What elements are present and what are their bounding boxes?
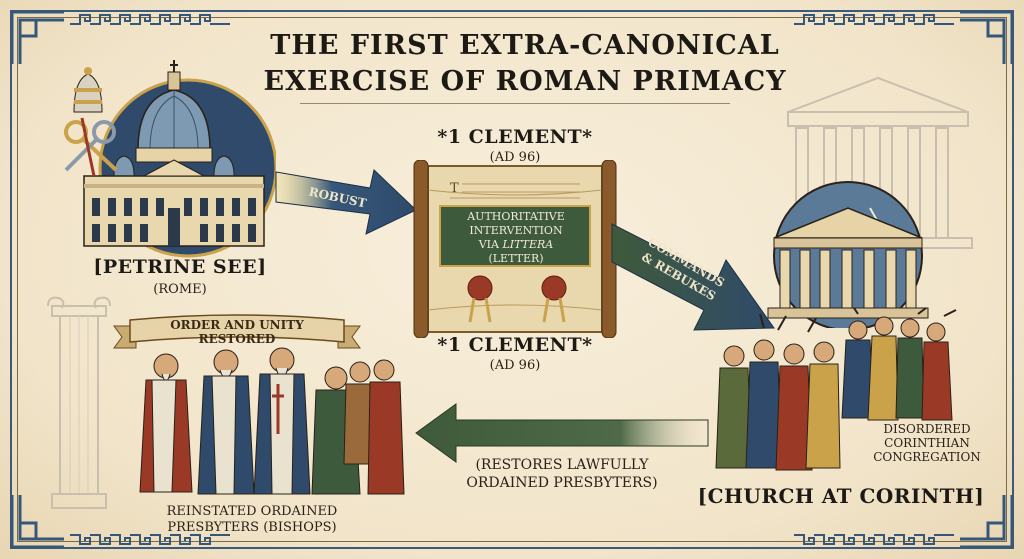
- title-line-2: EXERCISE OF ROMAN PRIMACY: [263, 66, 787, 97]
- greek-key-corner-bottom-right: [960, 495, 1014, 549]
- restores-arrow: [415, 403, 709, 463]
- corinth-temple-illustration: [767, 181, 929, 328]
- scroll-line-3-prefix: VIA: [478, 238, 503, 251]
- scroll-line-2: INTERVENTION: [469, 224, 563, 237]
- banner-text: ORDER AND UNITY RESTORED: [170, 318, 304, 346]
- scroll-panel-text: AUTHORITATIVE INTERVENTION VIA LITTERA (…: [446, 210, 586, 266]
- congregation-caption-line2: CORINTHIAN: [884, 436, 970, 450]
- title-line-1: THE FIRST EXTRA-CANONICAL: [270, 30, 780, 61]
- greek-key-strip-top-right: [794, 14, 954, 25]
- presbyters-caption-line1: REINSTATED ORDAINED: [166, 504, 338, 519]
- reinstated-presbyters-illustration: [139, 347, 405, 495]
- rome-sublabel: (ROME): [153, 282, 207, 297]
- svg-text:T: T: [450, 181, 459, 196]
- restores-caption-line1: (RESTORES LAWFULLY: [475, 457, 649, 473]
- greek-key-corner-top-right: [960, 10, 1014, 64]
- letter-title-top: *1 CLEMENT*: [437, 126, 593, 148]
- restores-caption: (RESTORES LAWFULLY ORDAINED PRESBYTERS): [452, 456, 672, 492]
- scroll-line-3-emphasis: LITTERA: [502, 238, 554, 251]
- outer-border: [10, 10, 1014, 549]
- st-peters-basilica-illustration: [64, 60, 276, 258]
- title-underline: [300, 103, 730, 104]
- scroll-line-4: (LETTER): [488, 252, 544, 265]
- page-title: THE FIRST EXTRA-CANONICAL EXERCISE OF RO…: [230, 28, 820, 100]
- petrine-see-label: [PETRINE SEE]: [93, 256, 267, 278]
- congregation-caption: DISORDERED CORINTHIAN CONGREGATION: [862, 422, 992, 464]
- presbyters-caption: REINSTATED ORDAINED PRESBYTERS (BISHOPS): [122, 504, 382, 536]
- scroll-illustration: T: [413, 160, 617, 338]
- letter-date-bottom: (AD 96): [489, 358, 541, 373]
- order-restored-banner: [113, 314, 361, 349]
- ionic-column-illustration: [47, 296, 111, 509]
- inner-border: [17, 17, 1007, 542]
- greek-key-strip-top-left: [70, 14, 230, 25]
- disordered-congregation-illustration: [715, 308, 957, 471]
- scroll-line-3: VIA LITTERA: [446, 238, 586, 252]
- congregation-caption-line1: DISORDERED: [883, 422, 971, 436]
- robust-arrow: ROBUST: [275, 169, 417, 235]
- restores-caption-line2: ORDAINED PRESBYTERS): [466, 475, 658, 491]
- greek-key-strip-bottom-left: [70, 534, 230, 545]
- commands-rebukes-arrow: COMMANDS & REBUKES: [611, 223, 775, 331]
- congregation-caption-line3: CONGREGATION: [873, 450, 981, 464]
- presbyters-caption-line2: PRESBYTERS (BISHOPS): [167, 520, 337, 535]
- greek-key-strip-bottom-right: [794, 534, 954, 545]
- greek-key-corner-top-left: [10, 10, 64, 64]
- letter-title-bottom: *1 CLEMENT*: [437, 334, 593, 356]
- scroll-line-1: AUTHORITATIVE: [467, 210, 565, 223]
- greek-key-corner-bottom-left: [10, 495, 64, 549]
- letter-date-top: (AD 96): [489, 150, 541, 165]
- church-at-corinth-label: [CHURCH AT CORINTH]: [697, 484, 985, 508]
